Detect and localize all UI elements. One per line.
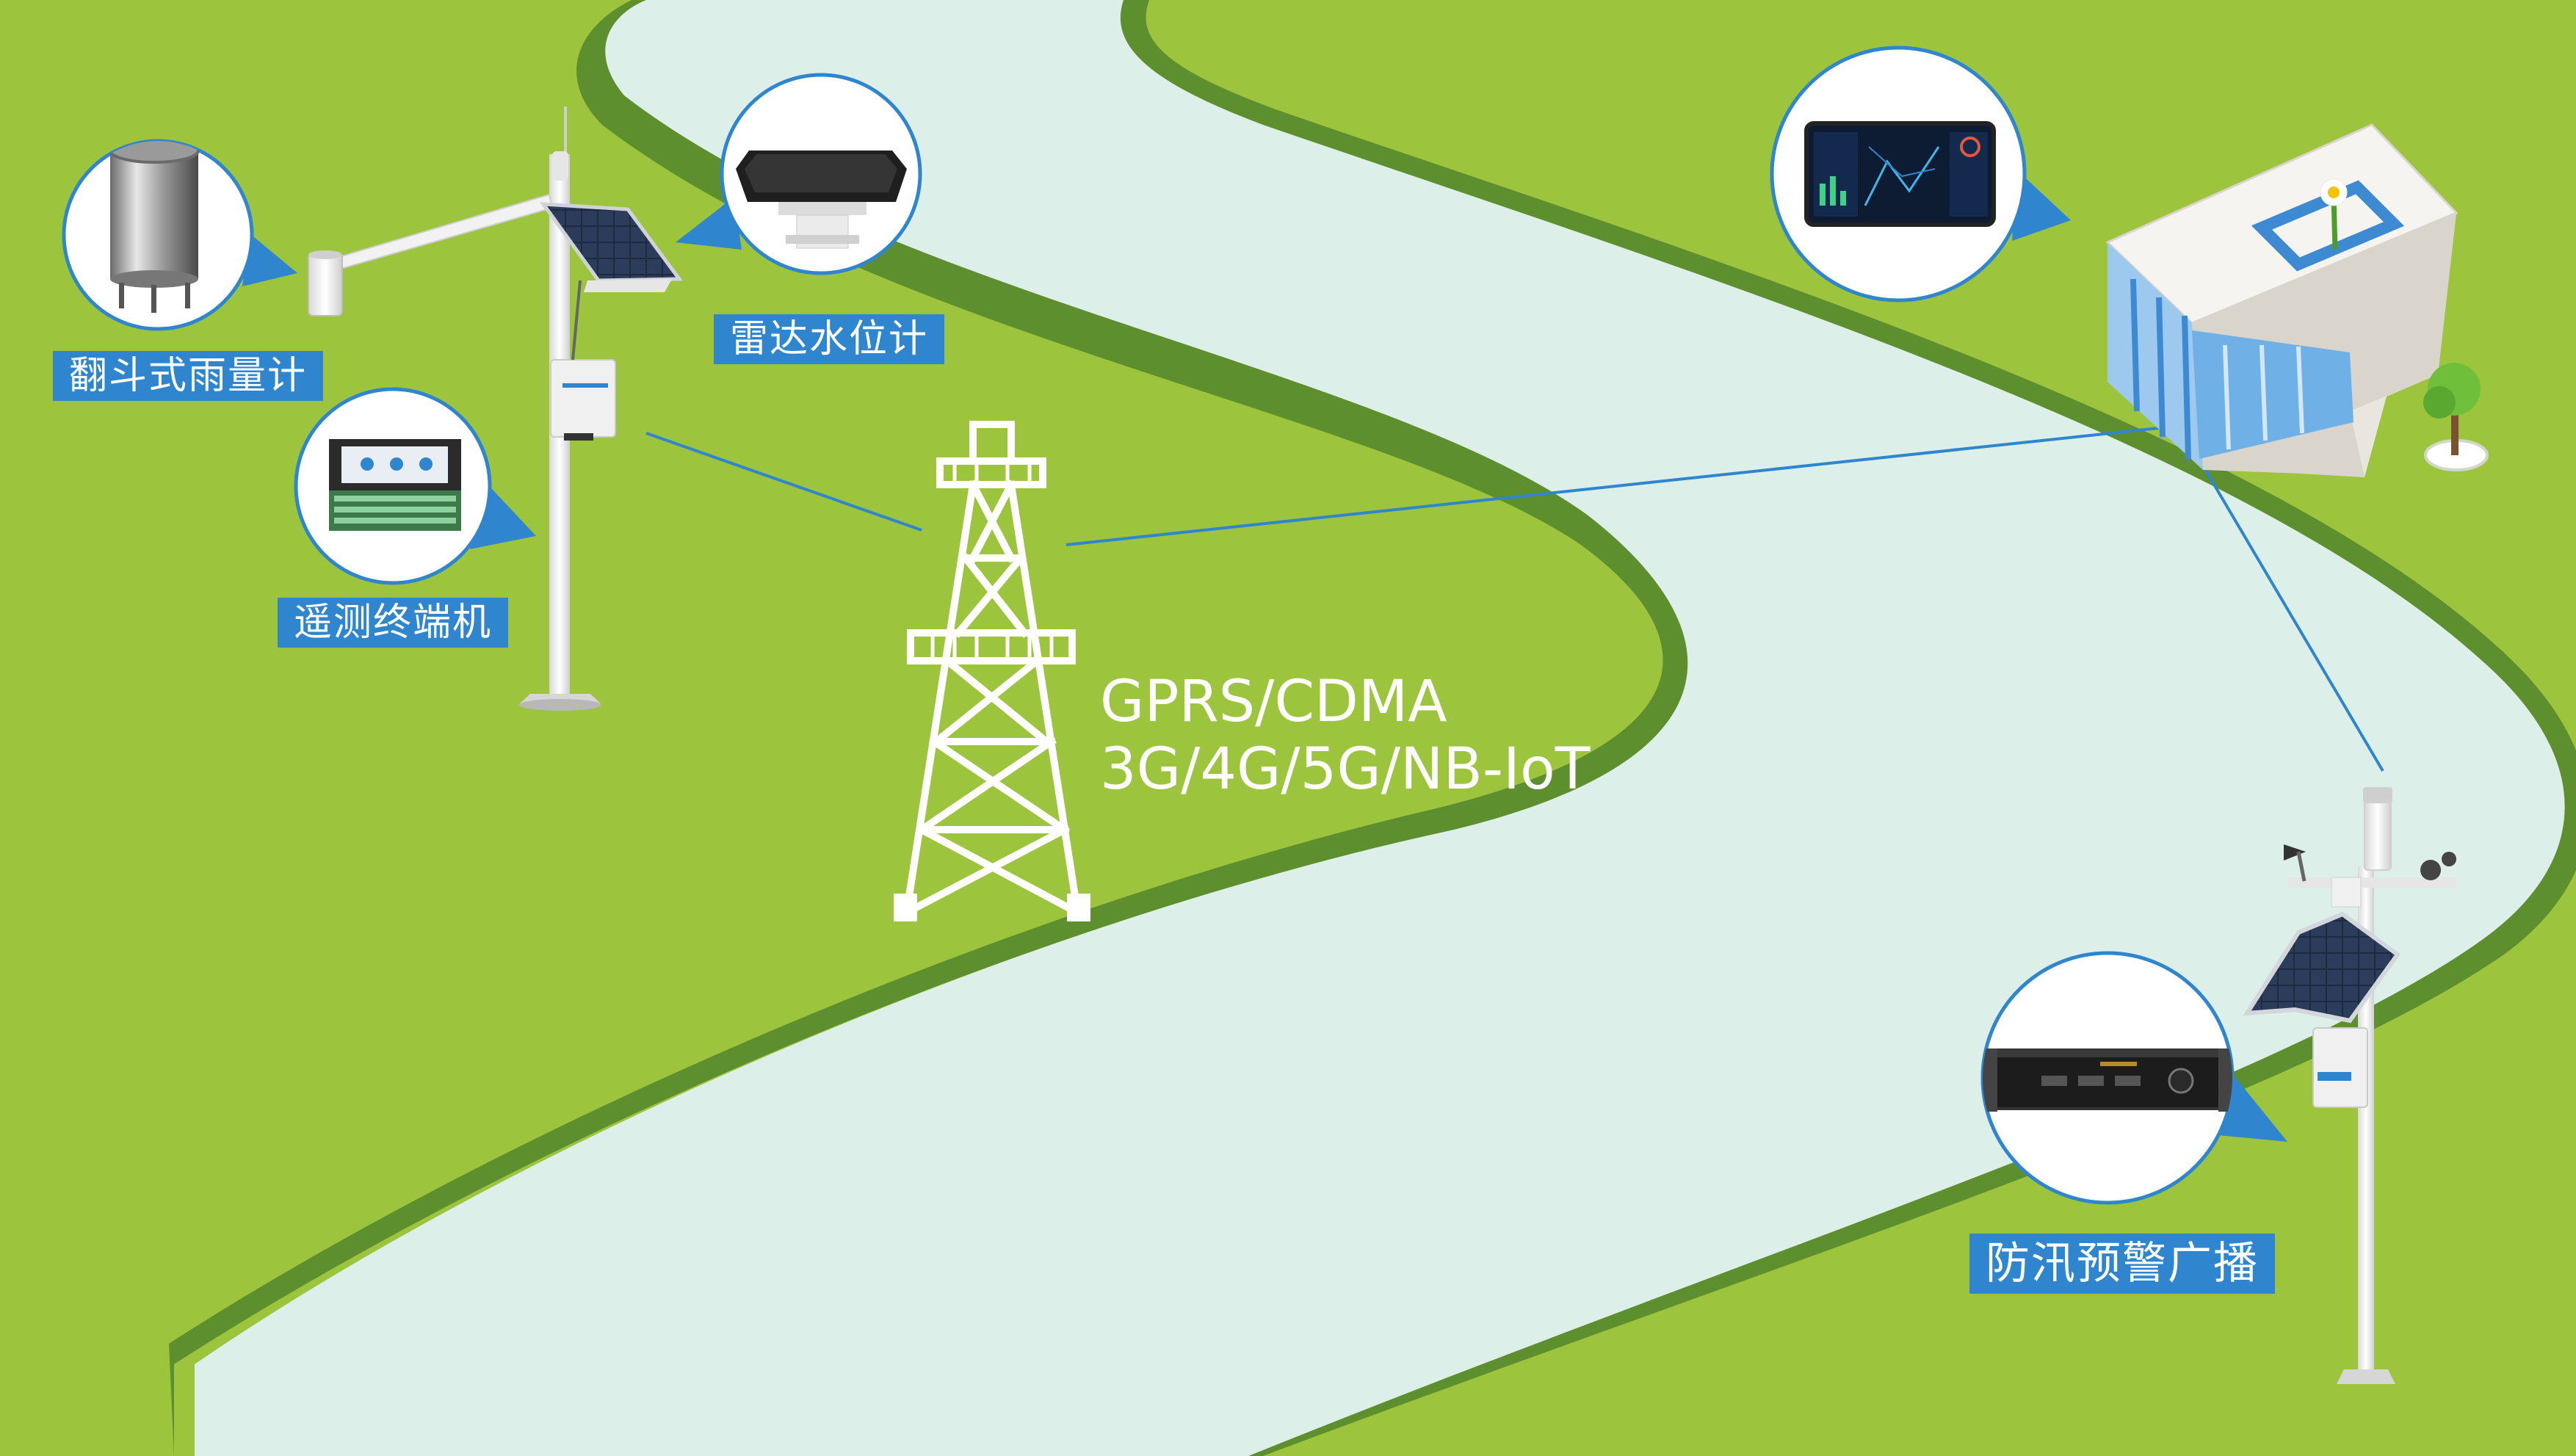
broadcast-amplifier-callout xyxy=(1980,951,2235,1205)
left-monitoring-pole xyxy=(308,106,683,711)
dashboard-screen-icon xyxy=(1804,121,1996,227)
link-terminal-tower xyxy=(645,432,922,532)
label-flood-warning-broadcast: 防汛预警广播 xyxy=(1969,1234,2275,1294)
network-protocols: GPRS/CDMA 3G/4G/5G/NB-IoT xyxy=(1100,668,1590,803)
label-rain-gauge: 翻斗式雨量计 xyxy=(53,351,324,401)
telemetry-terminal-icon xyxy=(329,439,461,531)
dashboard-callout xyxy=(1770,46,2027,303)
callout-pointers xyxy=(242,169,2287,1142)
rain-gauge-icon xyxy=(109,141,200,313)
telemetry-terminal-callout xyxy=(294,387,492,585)
river-bank-left xyxy=(169,0,1688,1456)
tower-railing-ticks xyxy=(930,461,1054,661)
signal-tower-icon xyxy=(894,421,1090,921)
building-icon xyxy=(2105,123,2489,477)
broadcast-station-pole xyxy=(2243,787,2456,1384)
radar-water-level-callout xyxy=(720,73,922,275)
network-line-1: GPRS/CDMA xyxy=(1100,669,1447,735)
broadcast-amplifier-icon xyxy=(1983,1048,2232,1112)
rain-gauge-callout xyxy=(62,139,254,331)
label-radar-water-level: 雷达水位计 xyxy=(714,314,945,364)
river xyxy=(195,0,2565,1456)
network-line-2: 3G/4G/5G/NB-IoT xyxy=(1100,736,1591,803)
radar-sensor-icon xyxy=(736,151,907,249)
label-telemetry-terminal: 遥测终端机 xyxy=(278,598,509,648)
